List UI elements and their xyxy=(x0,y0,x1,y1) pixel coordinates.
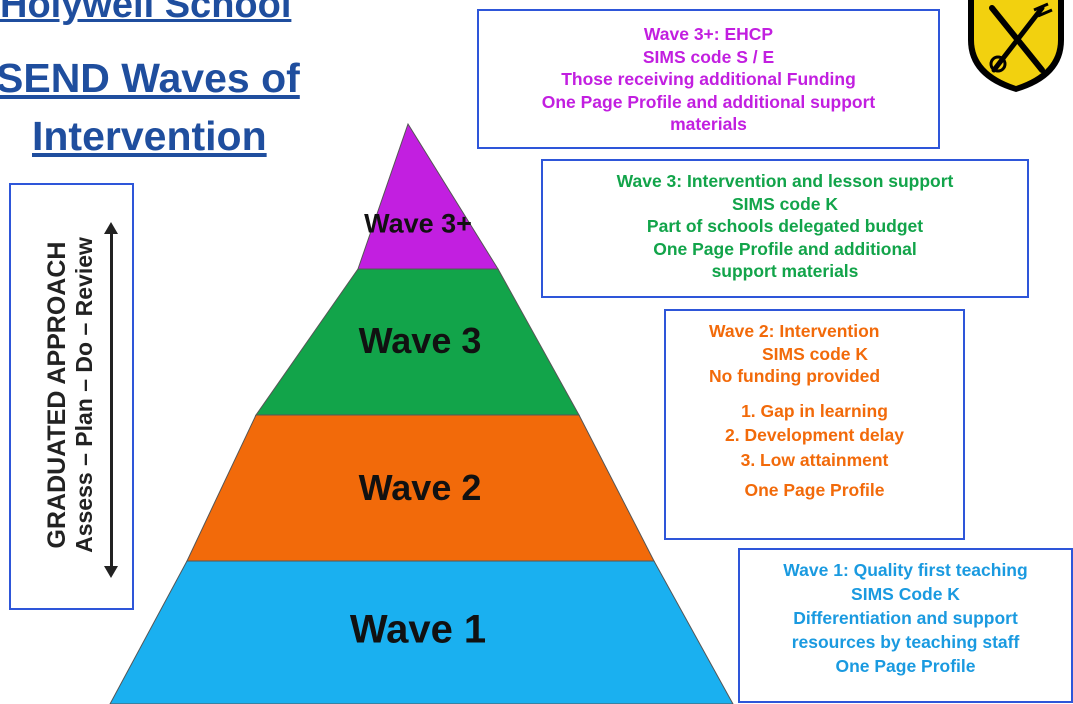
wave3plus-line: SIMS code S / E xyxy=(642,46,775,67)
wave3plus-info-box: Wave 3+: EHCP SIMS code S / E Those rece… xyxy=(477,9,940,149)
wave1-info-box: Wave 1: Quality first teaching SIMS Code… xyxy=(738,548,1073,703)
arrow-down-icon xyxy=(104,566,118,578)
school-crest-icon xyxy=(968,0,1064,92)
wave3-line: Wave 3: Intervention and lesson support xyxy=(616,171,954,191)
wave2-line: SIMS code K xyxy=(762,343,868,364)
wave2-info-box: Wave 2: Intervention SIMS code K No fund… xyxy=(664,309,965,540)
wave2-line: No funding provided xyxy=(709,366,881,386)
wave1-line: SIMS Code K xyxy=(851,584,960,604)
wave3plus-line: materials xyxy=(670,114,747,134)
arrow-up-icon xyxy=(104,222,118,234)
pyramid-label-wave3plus: Wave 3+ xyxy=(364,208,472,239)
title-line-1: Holywell School xyxy=(0,0,292,26)
wave1-line: One Page Profile xyxy=(835,656,976,676)
wave3-line: One Page Profile and additional xyxy=(653,238,917,259)
wave3plus-line: One Page Profile and additional support xyxy=(541,91,876,112)
wave3-info-box: Wave 3: Intervention and lesson support … xyxy=(541,159,1029,298)
wave2-list-item: 3. Low attainment xyxy=(740,449,889,470)
pyramid-label-wave1: Wave 1 xyxy=(349,607,487,652)
graduated-approach-text: GRADUATED APPROACH Assess – Plan – Do – … xyxy=(43,237,97,553)
wave2-list-item: 1. Gap in learning xyxy=(741,400,888,421)
graduated-approach-panel xyxy=(9,183,134,610)
wave3-line: Part of schools delegated budget xyxy=(646,216,924,236)
wave2-list-item: 2. Development delay xyxy=(725,425,904,445)
wave1-line: resources by teaching staff xyxy=(791,632,1020,652)
wave1-line: Differentiation and support xyxy=(793,608,1018,628)
pyramid-label-wave3: Wave 3 xyxy=(358,320,482,361)
pyramid-level-wave1 xyxy=(109,560,734,704)
wave2-line: Wave 2: Intervention xyxy=(709,321,880,341)
wave2-footer: One Page Profile xyxy=(744,480,885,500)
graduated-approach-heading: GRADUATED APPROACH xyxy=(43,241,71,549)
wave3plus-line: Wave 3+: EHCP xyxy=(643,24,774,44)
wave3-line: support materials xyxy=(711,261,859,281)
pyramid-label-wave2: Wave 2 xyxy=(358,467,482,508)
title-line-3: Intervention xyxy=(32,113,267,159)
graduated-approach-subheading: Assess – Plan – Do – Review xyxy=(71,237,97,553)
title-line-2: SEND Waves of xyxy=(0,55,300,101)
wave1-line: Wave 1: Quality first teaching xyxy=(783,560,1028,580)
double-arrow-line xyxy=(110,228,113,571)
wave3-line: SIMS code K xyxy=(732,193,838,214)
wave3plus-line: Those receiving additional Funding xyxy=(561,69,856,89)
